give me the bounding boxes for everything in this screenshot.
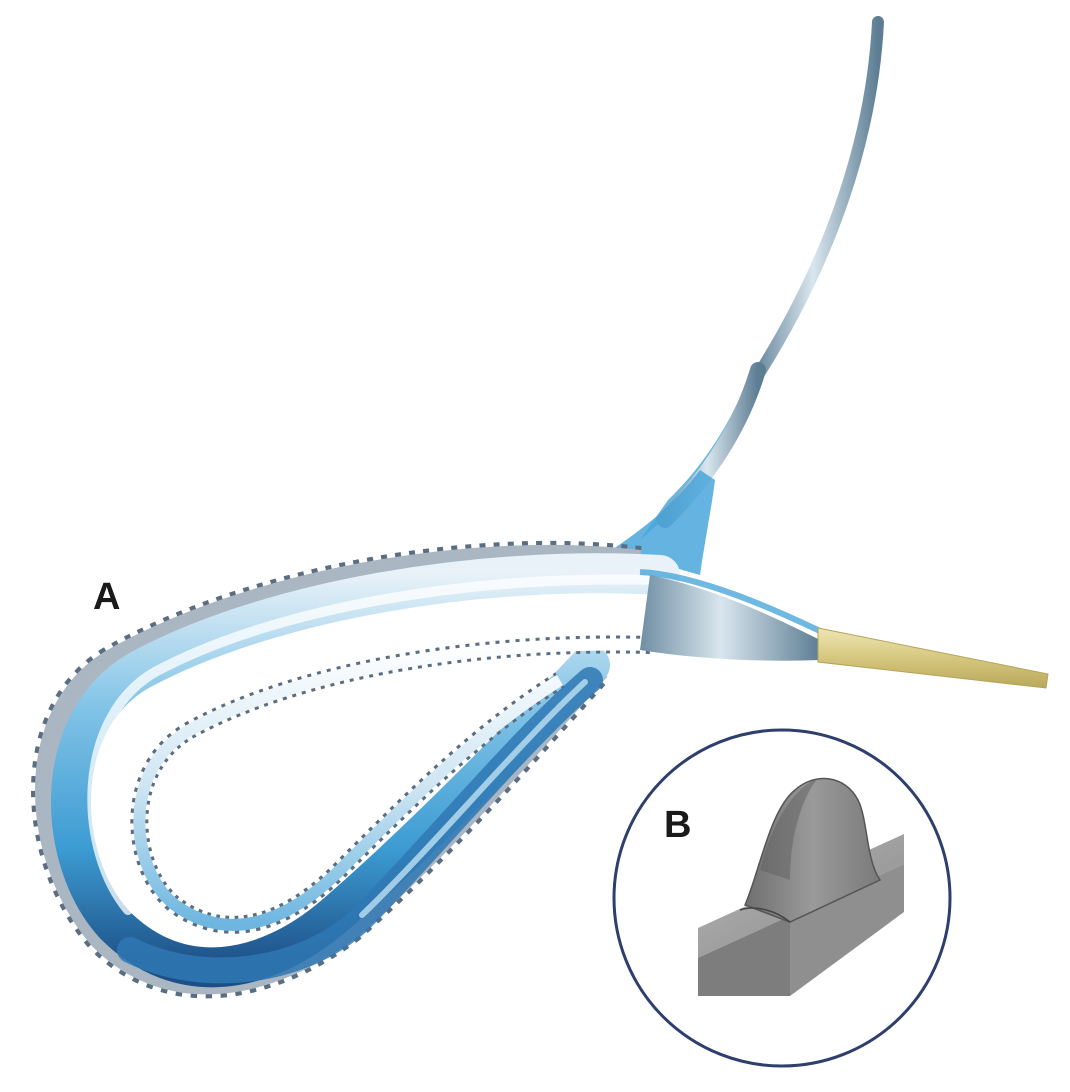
- tooth-profile: [744, 777, 882, 923]
- distal-shaft: [640, 575, 820, 661]
- panel-label-b: B: [664, 804, 692, 846]
- panel-a-catheter: [31, 16, 1049, 999]
- proximal-wire: [754, 16, 884, 378]
- panel-label-a: A: [93, 576, 121, 618]
- gold-tip: [817, 627, 1049, 689]
- panel-b-inset: [612, 728, 952, 1068]
- catheter-loop: [51, 553, 680, 988]
